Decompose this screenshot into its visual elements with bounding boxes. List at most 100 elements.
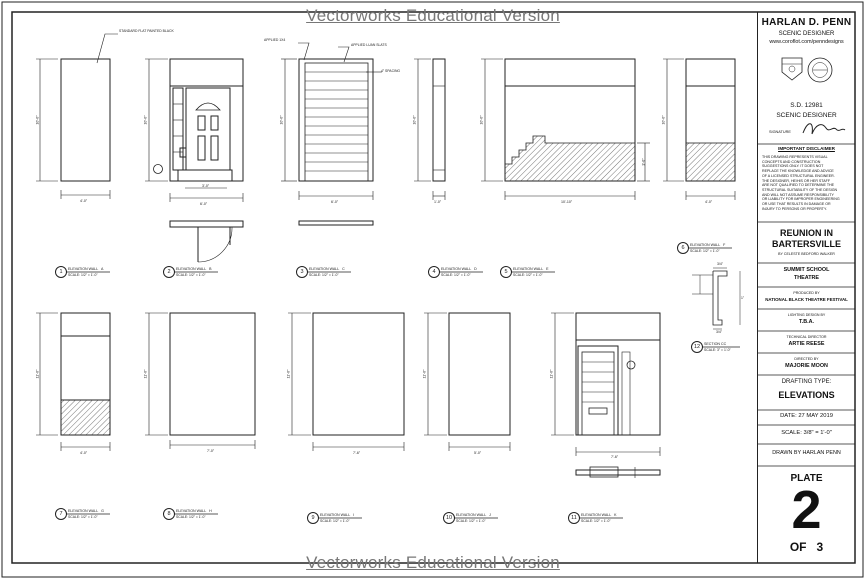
label-scale: SCALE: 1/2" = 1'-0" [513, 273, 543, 277]
elevation-wall-g [36, 312, 111, 451]
elevation-wall-h [145, 312, 256, 449]
note-flat: STANDARD FLAT PAINTED BLACK [119, 29, 174, 33]
dim-wall-h-height: 11'-0" [143, 369, 148, 379]
designer-name: HARLAN D. PENN [761, 17, 852, 28]
label-title: ELEVATION WALL B [176, 267, 212, 271]
label-marker [677, 242, 689, 254]
plate-total: OF 3 [758, 540, 855, 554]
dim-wall-b-width: 6'-0" [200, 202, 208, 206]
elevation-wall-a [36, 33, 118, 199]
disclaimer-line: OR LIABILITY FOR IMPROPER ENGINEERING [762, 197, 840, 202]
label-scale: SCALE: 1/2" = 1'-0" [581, 519, 611, 523]
disclaimer-line: INJURY TO PERSONS OR PROPERTY. [762, 206, 827, 211]
signature-label: SIGNATURE [769, 130, 791, 134]
dim-wall-c-height: 10'-0" [279, 115, 284, 125]
plate-number: 2 [791, 480, 822, 540]
label-scale: SCALE: 1/2" = 1'-0" [441, 273, 471, 277]
label-number: 3 [300, 268, 304, 275]
label-marker [691, 341, 703, 353]
producer: NATIONAL BLACK THEATRE FESTIVAL [765, 297, 848, 302]
dim-wall-b-door: 3'-0" [202, 184, 210, 188]
disclaimer-line: STRUCTURAL SUITABILITY OF THE DESIGN [762, 187, 838, 192]
label-scale: SCALE: 1/2" = 1'-0" [456, 519, 486, 523]
dim-section-b: 1" [741, 296, 745, 300]
plate-label: PLATE [790, 473, 823, 484]
drawing-date: DATE: 27 MAY 2019 [780, 413, 833, 419]
elevation-wall-e [481, 58, 650, 200]
venue-line2: THEATRE [793, 275, 820, 281]
label-number: 6 [681, 244, 685, 251]
label-title: ELEVATION WALL K [581, 513, 617, 517]
dim-wall-j-height: 11'-0" [422, 369, 427, 379]
elevation-wall-k [551, 312, 661, 478]
designer-role: SCENIC DESIGNER [778, 31, 835, 37]
label-title: ELEVATION WALL C [309, 267, 345, 271]
label-scale: SCALE: 3" = 1'-0" [704, 348, 731, 352]
drawn-by: DRAWN BY HARLAN PENN [772, 450, 841, 456]
label-title: ELEVATION WALL A [68, 267, 104, 271]
label-number: 11 [571, 514, 577, 521]
label-marker [500, 266, 512, 278]
designer-website[interactable]: www.coroflot.com/penndesigns [769, 39, 844, 45]
dim-section-a: 3/4" [717, 262, 723, 266]
note-trim: APPLIED 1X4 [264, 38, 286, 42]
plate-total-number: 3 [816, 540, 824, 554]
label-title: ELEVATION WALL H [176, 509, 212, 513]
label-number: 4 [432, 268, 436, 275]
label-title: ELEVATION WALL E [513, 267, 549, 271]
dim-wall-a-width: 4'-0" [80, 199, 88, 203]
label-number: 7 [59, 510, 63, 517]
dim-wall-k-height: 11'-0" [549, 369, 554, 379]
elevation-wall-d [414, 58, 446, 200]
disclaimer-line: AND WILL NOT ASSUME RESPONSIBILITY [762, 192, 834, 197]
label-marker [296, 266, 308, 278]
label-number: 12 [693, 343, 701, 350]
note-spacing: 4" SPACING [381, 69, 401, 73]
drawing-scale: SCALE: 3/8" = 1'-0" [781, 430, 832, 436]
dim-wall-a-height: 10'-0" [35, 115, 40, 125]
label-title: SECTION CC [704, 342, 727, 346]
dim-wall-i-width: 7'-6" [353, 451, 361, 455]
drafting-type: ELEVATIONS [778, 390, 835, 400]
label-marker [307, 512, 319, 524]
dim-wall-k-width: 7'-6" [611, 455, 619, 459]
drafting-type-label: DRAFTING TYPE: [781, 379, 832, 385]
dim-wall-g-width: 4'-0" [80, 451, 88, 455]
label-title: ELEVATION WALL I [320, 513, 355, 517]
label-number: 9 [311, 514, 315, 521]
dim-wall-e-width: 10'-10" [561, 200, 573, 204]
elevation-wall-b [145, 58, 244, 263]
label-scale: SCALE: 1/2" = 1'-0" [309, 273, 339, 277]
signature-icon [802, 123, 846, 135]
label-scale: SCALE: 1/2" = 1'-0" [176, 273, 206, 277]
show-title-line2: BARTERSVILLE [771, 239, 841, 249]
elevation-wall-f [663, 58, 736, 200]
note-slats: APPLIED LUAN SLATS [351, 43, 387, 47]
td-label: TECHNICAL DIRECTOR [786, 335, 827, 339]
section-cc [692, 267, 741, 330]
watermark-bottom: Vectorworks Educational Version [306, 553, 560, 572]
plate-of: OF [789, 540, 807, 554]
disclaimer-line: THIS DRAWING REPRESENTS VISUAL [762, 155, 828, 159]
title-block: HARLAN D. PENN SCENIC DESIGNER www.corof… [757, 12, 855, 563]
label-title: ELEVATION WALL D [441, 267, 477, 271]
lighting-label: LIGHTING DESIGN BY [787, 313, 826, 317]
dim-wall-g-height: 11'-0" [35, 369, 40, 379]
disclaimer-line: THE DESIGNER, HE/HIS OR HER STAFF [762, 178, 831, 183]
disclaimer-line: OF A LICENSED STRUCTURAL ENGINEER. [762, 173, 835, 178]
label-marker [443, 512, 455, 524]
union-number: S.D. 12981 [790, 102, 823, 109]
label-scale: SCALE: 1/2" = 1'-0" [690, 249, 720, 253]
label-marker [568, 512, 580, 524]
technical-director: ARTIE REESE [788, 341, 825, 347]
disclaimer-line: SUGGESTIONS ONLY. IT DOES NOT [762, 164, 824, 169]
elevation-wall-j [424, 312, 511, 451]
dim-wall-c-width: 6'-0" [331, 200, 339, 204]
label-scale: SCALE: 1/2" = 1'-0" [320, 519, 350, 523]
dim-wall-d-width: 1'-0" [434, 200, 442, 204]
label-marker [55, 508, 67, 520]
director: MAJORIE MOON [785, 363, 828, 369]
union-role: SCENIC DESIGNER [776, 112, 837, 119]
